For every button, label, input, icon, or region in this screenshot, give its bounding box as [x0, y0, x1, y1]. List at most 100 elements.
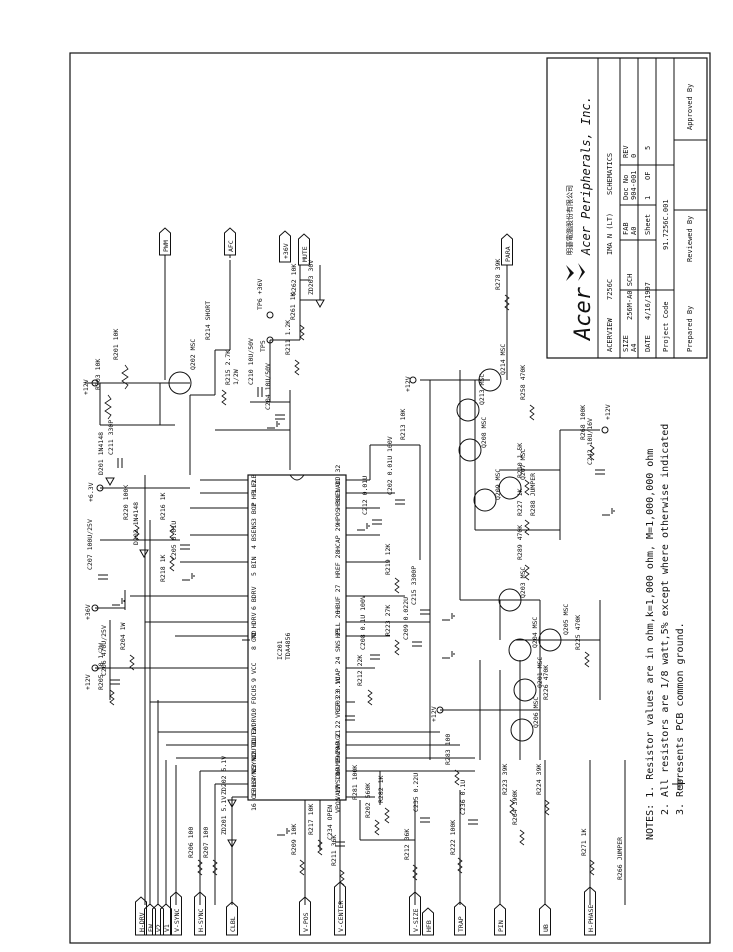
- prepared-by-label: Prepared By: [686, 306, 694, 352]
- part-label-r218: R218 1K: [159, 555, 167, 582]
- sheet-name: IMA N (LT): [606, 213, 614, 255]
- resistor-r211: [294, 359, 300, 376]
- part-label-tp6: TP6 +36V: [256, 279, 264, 310]
- transistor-q202: [168, 371, 192, 395]
- capacitor-c212: [372, 519, 382, 525]
- ic-pin-left-4: 4 BSENS: [250, 522, 258, 549]
- connector-hfb: HFB: [422, 907, 434, 936]
- part-label-r224: R224 39K: [535, 764, 543, 795]
- ic-pin-right-16: VPOS 17: [334, 786, 342, 813]
- part-label-r225: R225 470K: [574, 615, 582, 650]
- connector-h-phase: H-PHASE: [584, 886, 596, 936]
- testpoint-tp5-icon: [266, 336, 274, 344]
- part-label-r282: R282 1K: [377, 776, 385, 803]
- part-label-q204: Q204 MSC: [531, 617, 539, 648]
- ic-pin-right-11: VAGC 22: [334, 721, 342, 748]
- resistor-r268: [589, 444, 595, 461]
- ic-pin-right-15: VAMP 18: [334, 773, 342, 800]
- capacitor-c236: [468, 819, 478, 825]
- capacitor-c208: [370, 654, 380, 660]
- part-label-q209: Q209 MSC: [494, 469, 502, 500]
- part-label-r268: R268 100K: [579, 405, 587, 440]
- connector-ub-label: UB: [542, 924, 550, 932]
- part-label-r210: R210 1.5K: [516, 443, 524, 478]
- capacitor-c210: [257, 387, 263, 397]
- title-block: Acer 明碁電腦股份有限公司 Acer Peripherals, Inc. A…: [546, 57, 708, 359]
- testpoint-tp6-icon: [266, 311, 274, 319]
- connector-afc: AFC: [224, 227, 236, 256]
- rail-label-12v-left: +12V: [84, 674, 92, 690]
- capacitor-c235: [420, 817, 430, 823]
- part-label-c205: C205 0.01U: [170, 521, 178, 560]
- part-label-c242: C242 10U/16V: [586, 418, 594, 465]
- part-label-q201: Q201 MSC: [536, 657, 544, 688]
- transistor-q201: [513, 678, 537, 702]
- resistor-r223b: [509, 799, 515, 816]
- connector-v-size: V-SIZE: [409, 891, 421, 936]
- part-label-q214: Q214 MSC: [499, 344, 507, 375]
- part-label-r266: R266 JUMPER: [616, 837, 624, 880]
- capacitor-c234: [335, 841, 345, 847]
- ic-pin-right-5: HREF 28: [334, 551, 342, 578]
- part-label-c209: C209 0.022U: [402, 597, 410, 640]
- note-line-1: NOTES: 1. Resistor values are in ohm,k=1…: [645, 449, 656, 840]
- capacitor-c215: [420, 609, 430, 615]
- resistor-r289: [524, 564, 530, 581]
- acer-logo-mark-icon-2: [578, 263, 585, 281]
- part-label-r219: R219 12K: [384, 544, 392, 575]
- part-label-r222: R222 100K: [449, 820, 457, 855]
- connector-ub: UB: [539, 903, 551, 936]
- sheet-total: 5: [644, 146, 652, 150]
- transistor-q206: [510, 718, 534, 742]
- rail-label-12v-right: +12V: [404, 376, 412, 392]
- ic-pin-right-1: EWADJ 32: [334, 465, 342, 496]
- zener-zd201-icon: [227, 839, 237, 849]
- ic-pin-right-8: SNS 25: [334, 628, 342, 652]
- part-label-q207: Q207 MSC: [519, 449, 527, 480]
- resistor-r204: [129, 654, 135, 671]
- part-label-r220: R220 100K: [122, 485, 130, 520]
- ic-pin-right-14: VSCOR 19: [334, 756, 342, 787]
- part-label-r203: R203 10K: [94, 359, 102, 390]
- connector-pwm: PWM: [159, 227, 171, 256]
- docno-label: Doc No: [622, 175, 630, 200]
- part-label-r223b: R223 39K: [501, 764, 509, 795]
- part-label-q206: Q206 MSC: [532, 697, 540, 728]
- ic-pin-left-7: 7 HDRV: [250, 612, 258, 636]
- ground-symbol-icon: [672, 778, 683, 790]
- resistor-r215: [221, 389, 227, 406]
- rail-node-36v-icon: [91, 604, 99, 612]
- capacitor-c206: [110, 679, 120, 685]
- ic-pin-right-6: HBUF 27: [334, 585, 342, 612]
- ic-pin-left-10: 10 FOCUS: [250, 685, 258, 716]
- part-label-r223: R223 27K: [384, 605, 392, 636]
- connector-mute: MUTE: [298, 233, 310, 266]
- approved-by-label: Approved By: [686, 84, 694, 130]
- part-label-d202: D202 1N4148: [132, 502, 140, 545]
- resistor-r212b: [412, 864, 418, 881]
- resistor-r202: [374, 819, 380, 836]
- part-label-r201: R201 10K: [112, 329, 120, 360]
- ic-pin-left-6: 6 BDRV: [250, 586, 258, 610]
- connector-ew-label: EW: [147, 924, 155, 932]
- connector-para-label: PARA: [504, 246, 512, 262]
- part-label-c204: C204 10U/50V: [264, 363, 272, 410]
- connector--36v: +36V: [279, 230, 291, 263]
- resistor-r283: [454, 769, 460, 786]
- reviewed-by-label: Reviewed By: [686, 216, 694, 262]
- part-label-c212: C212 0.01U: [361, 476, 369, 515]
- connector-h-phase-label: H-PHASE: [587, 905, 595, 932]
- connector-v1: V1: [160, 903, 172, 936]
- part-label-r202: R202 560K: [364, 783, 372, 818]
- transistor-q204: [508, 638, 532, 662]
- part-label-c215: C215 3300P: [410, 566, 418, 605]
- ic-pin-left-9: 9 VCC: [250, 662, 258, 682]
- rail-node-12v-right-icon: [409, 376, 417, 384]
- part-label-zd203: ZD203 30V: [307, 260, 315, 295]
